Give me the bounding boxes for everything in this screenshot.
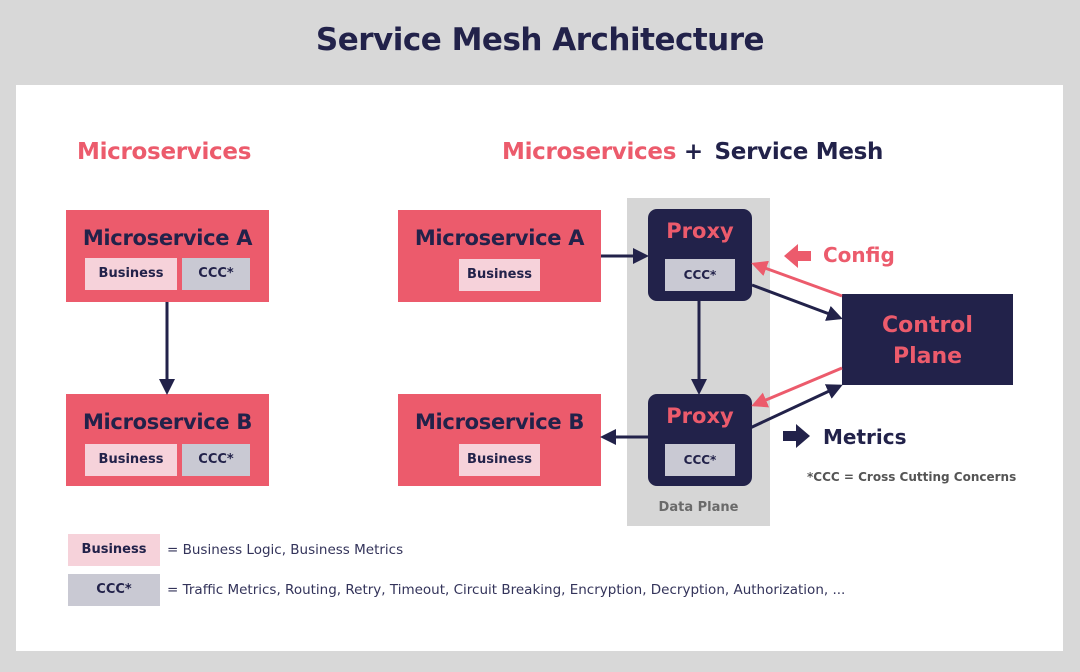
left-microservice-b: Microservice B Business CCC*	[66, 394, 269, 486]
business-chip: Business	[459, 444, 540, 476]
proxy-bottom-title: Proxy	[666, 404, 734, 428]
right-microservice-a-title: Microservice A	[414, 226, 585, 250]
ccc-chip: CCC*	[665, 259, 735, 291]
control-plane: Control Plane	[842, 294, 1013, 385]
arrow-proxy-top-to-control	[751, 283, 843, 321]
page-title: Service Mesh Architecture	[315, 22, 765, 58]
metrics-arrow-icon	[783, 424, 810, 448]
ccc-chip: CCC*	[665, 444, 735, 476]
ccc-footnote: *CCC = Cross Cutting Concerns	[807, 470, 1017, 484]
arrow-proxy-bottom-to-control	[749, 384, 843, 430]
business-chip: Business	[459, 259, 540, 291]
business-chip: Business	[85, 258, 177, 290]
right-heading-service-mesh: Service Mesh	[714, 139, 884, 165]
right-heading-plus: +	[683, 139, 703, 165]
legend-business-text: = Business Logic, Business Metrics	[167, 542, 404, 558]
right-microservice-a: Microservice A Business	[398, 210, 601, 302]
ccc-chip: CCC*	[182, 444, 250, 476]
left-microservice-a-title: Microservice A	[82, 226, 253, 250]
arrow-control-to-proxy-top	[751, 260, 843, 298]
legend-ccc-chip: CCC*	[68, 574, 160, 606]
legend-business-chip: Business	[68, 534, 160, 566]
control-plane-line2: Plane	[892, 344, 963, 369]
config-arrow-icon	[784, 244, 811, 268]
arrow-control-to-proxy-bottom	[751, 366, 843, 408]
right-heading: Microservices + Service Mesh	[502, 139, 883, 165]
config-label: Config	[823, 243, 895, 267]
left-microservice-a: Microservice A Business CCC*	[66, 210, 269, 302]
left-heading: Microservices	[77, 139, 252, 165]
right-heading-microservices: Microservices	[502, 139, 677, 165]
ccc-chip: CCC*	[182, 258, 250, 290]
proxy-bottom: Proxy CCC*	[648, 394, 752, 486]
right-microservice-b: Microservice B Business	[398, 394, 601, 486]
data-plane-label: Data Plane	[658, 500, 739, 515]
left-microservice-b-title: Microservice B	[82, 410, 253, 434]
metrics-label: Metrics	[823, 425, 907, 449]
legend-ccc-text: = Traffic Metrics, Routing, Retry, Timeo…	[167, 582, 846, 598]
control-plane-line1: Control	[882, 313, 973, 338]
control-plane-title: Control Plane	[842, 310, 1013, 372]
business-chip: Business	[85, 444, 177, 476]
proxy-top-title: Proxy	[666, 219, 734, 243]
proxy-top: Proxy CCC*	[648, 209, 752, 301]
right-microservice-b-title: Microservice B	[414, 410, 585, 434]
